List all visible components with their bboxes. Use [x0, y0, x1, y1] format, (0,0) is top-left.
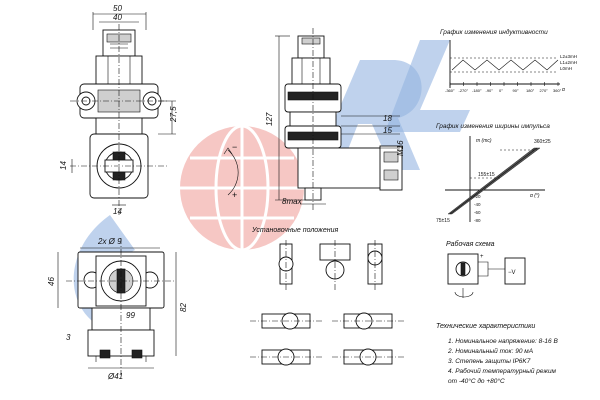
inductance-tick-label: 360° — [553, 88, 562, 93]
position-4 — [250, 312, 322, 330]
dim-d41: Ø41 — [107, 372, 123, 381]
inductance-label-l0: L0mH — [560, 66, 572, 71]
spec-line-4: 4. Рабочий температурный режим — [448, 367, 557, 375]
dim-18: 18 — [383, 114, 392, 123]
inductance-tick-label: 180° — [526, 88, 535, 93]
dim-2x-d9: 2x Ø 9 — [97, 237, 122, 246]
inductance-label-l2: L2±3mH — [560, 54, 577, 59]
position-7 — [332, 348, 404, 366]
rotation-minus: − — [232, 142, 237, 152]
dim-15: 15 — [383, 126, 392, 135]
pulse-top-label: 360±25 — [534, 139, 551, 145]
work-scheme-v: −V — [508, 270, 516, 276]
pulse-tick-label: -40 — [474, 202, 481, 207]
inductance-x-unit: α — [562, 87, 565, 93]
pulse-tick-label: -60 — [474, 210, 481, 215]
pulse-mid-label: 155±15 — [478, 172, 495, 178]
work-scheme: Рабочая схема + −V — [446, 240, 526, 298]
position-1 — [278, 240, 294, 290]
inductance-tick-label: -270° — [459, 88, 469, 93]
dim-14-vertical: 14 — [59, 161, 68, 170]
inductance-chart-title: График изменения индуктивности — [440, 28, 548, 36]
watermark-globe — [180, 124, 304, 252]
side-view: 127 18 15 M16 8max — [265, 28, 405, 210]
position-3 — [367, 240, 383, 290]
inductance-tick-label: -180° — [472, 88, 482, 93]
rotation-plus: + — [232, 190, 237, 200]
dim-40: 40 — [113, 13, 122, 22]
spec-line-3: 3. Степень защиты IP6K7 — [448, 358, 531, 365]
installation-positions: Установочные положения — [250, 227, 404, 366]
specs: Технические характеристики 1. Номинально… — [436, 323, 558, 385]
pulse-x-label: α (°) — [530, 193, 540, 199]
front-view: 50 40 27,5 14 — [59, 4, 239, 216]
inductance-label-l1: L1±2mH — [560, 60, 577, 65]
bottom-view: 2x Ø 9 46 82 99 3 Ø41 — [47, 237, 188, 381]
inductance-tick-label: 270° — [540, 88, 549, 93]
position-5 — [332, 312, 404, 330]
watermark-l-shape — [385, 40, 470, 132]
dim-m16: M16 — [396, 140, 405, 156]
pulse-tick-label: -80 — [474, 218, 481, 223]
pulse-x-ticks: -20 -40 -60 -80 — [474, 194, 481, 223]
spec-line-1: 1. Номинальное напряжение: 8-16 В — [448, 338, 558, 345]
pulse-y-label: т (mc) — [476, 138, 492, 144]
pulse-bottom-label: 75±15 — [436, 218, 450, 224]
dim-27-5: 27,5 — [169, 106, 178, 123]
pulse-chart-title: График изменения ширины импульса — [436, 123, 550, 130]
dim-82: 82 — [179, 303, 188, 312]
specs-title: Технические характеристики — [436, 323, 535, 330]
pulse-tick-label: -20 — [474, 194, 481, 199]
spec-line-5: от -40°С до +80°С — [448, 377, 505, 385]
inductance-tick-label: 90° — [513, 88, 519, 93]
dim-8max: 8max — [282, 197, 303, 206]
position-2 — [319, 240, 351, 290]
work-scheme-plus: + — [480, 254, 484, 260]
work-scheme-title: Рабочая схема — [446, 240, 495, 248]
dim-50: 50 — [113, 4, 122, 13]
watermark-r-shape — [330, 60, 422, 170]
pulse-chart: График изменения ширины импульса т (mc) … — [436, 123, 551, 224]
inductance-chart: График изменения индуктивности L2±3mH L1… — [440, 28, 577, 93]
positions-title: Установочные положения — [251, 227, 338, 234]
dim-46: 46 — [47, 277, 56, 286]
dim-127: 127 — [265, 112, 274, 126]
position-6 — [250, 348, 322, 366]
inductance-tick-label: -360° — [445, 88, 455, 93]
dim-99: 99 — [126, 311, 135, 320]
dim-3: 3 — [66, 333, 71, 342]
inductance-tick-label: -90° — [486, 88, 494, 93]
dim-14-horizontal: 14 — [113, 207, 122, 216]
spec-line-2: 2. Номинальный ток: 90 мА — [447, 347, 533, 355]
inductance-x-ticks: -360° -270°-180° -90° 0° 90° 180° 270° 360° — [445, 82, 562, 93]
inductance-tick-label: 0° — [499, 88, 503, 93]
